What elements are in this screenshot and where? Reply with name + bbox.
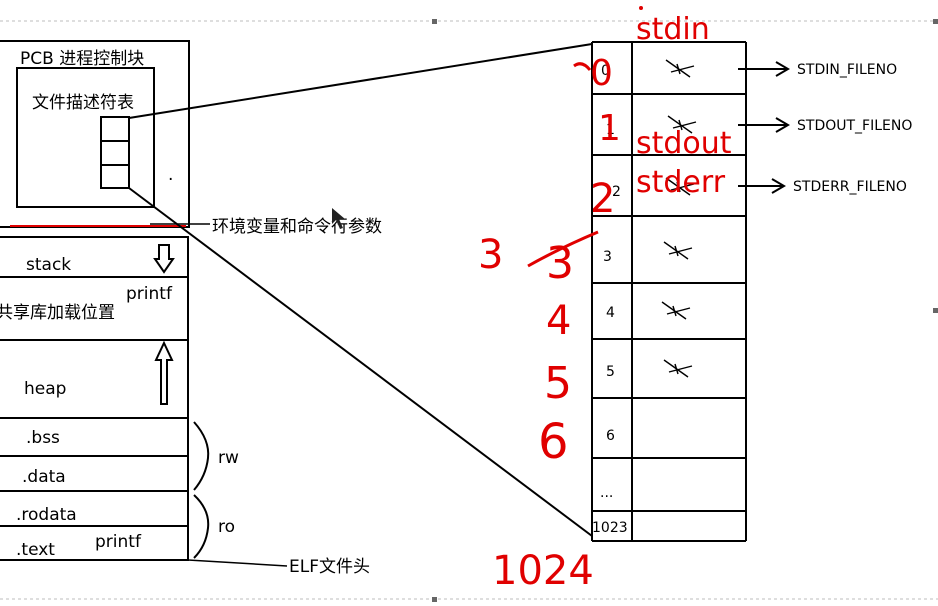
mini-fd-table — [100, 116, 130, 189]
fd-table-pointer-box — [16, 67, 155, 208]
annot-num-3: 3 — [478, 232, 503, 278]
stdout-fileno-label: STDOUT_FILENO — [797, 118, 912, 134]
text-label: .text — [16, 540, 55, 560]
rw-label: rw — [218, 448, 239, 468]
data-label: .data — [22, 467, 66, 487]
printf-upper-label: printf — [126, 284, 173, 304]
annot-stdin: stdin — [636, 12, 710, 47]
file-pointer-mark-1 — [667, 115, 697, 134]
shared-lib-label: 共享库加载位置 — [0, 303, 115, 323]
arrow-stderr — [738, 178, 786, 194]
mouse-cursor-icon — [332, 208, 345, 229]
annot-stdout: stdout — [636, 126, 732, 161]
expand-line-top — [128, 43, 593, 119]
arrow-stdin — [738, 61, 790, 77]
fd-index-5: 5 — [606, 364, 615, 380]
expand-line-bottom — [128, 187, 593, 537]
annot-num-1: 1 — [598, 108, 621, 149]
annot-num-2: 2 — [590, 176, 615, 222]
annot-num-0-tick — [573, 62, 592, 71]
file-pointer-mark-0 — [665, 59, 695, 78]
annot-num-4: 4 — [546, 298, 571, 344]
annot-num-3-struck: 3 — [546, 238, 574, 289]
annot-num-5: 5 — [544, 358, 572, 409]
stack-label: stack — [26, 255, 71, 275]
arrow-stdout — [738, 117, 790, 133]
file-pointer-mark-2 — [665, 177, 695, 196]
annot-stderr: stderr — [636, 165, 726, 200]
ro-brace — [193, 494, 210, 559]
ro-label: ro — [218, 517, 235, 537]
pcb-dot: . — [168, 165, 173, 185]
fd-index-6: 6 — [606, 428, 615, 444]
file-pointer-mark-4 — [661, 301, 691, 320]
annot-num-0: 0 — [590, 53, 613, 94]
file-pointer-mark-3 — [663, 241, 693, 260]
annot-num-6: 6 — [538, 414, 569, 470]
annot-num-1024: 1024 — [492, 548, 594, 594]
stack-growth-down-arrow-icon — [153, 244, 175, 274]
elf-header-label: ELF文件头 — [289, 557, 370, 577]
memory-layout: stack printf 共享库加载位置 heap .bss .data .ro… — [0, 217, 382, 577]
fd-index-1: 1 — [606, 122, 615, 138]
fd-table-label: 文件描述符表 — [32, 93, 134, 113]
red-annotations: stdin stdout stderr 0 1 2 3 3 4 5 6 1024 — [478, 6, 732, 594]
fd-table: 0 1 2 3 4 5 6 ... 1023 — [591, 41, 912, 542]
stdin-fileno-label: STDIN_FILENO — [797, 62, 897, 78]
canvas-handle-right — [933, 308, 938, 313]
fd-index-3: 3 — [603, 249, 612, 265]
red-dot — [639, 6, 643, 10]
fd-index-2: 2 — [612, 184, 621, 200]
env-args-label: 环境变量和命令行参数 — [212, 217, 382, 237]
stderr-fileno-label: STDERR_FILENO — [793, 179, 907, 195]
pcb-box: PCB 进程控制块 文件描述符表 . — [0, 40, 190, 228]
fd-index-4: 4 — [606, 305, 615, 321]
canvas-handle-bottom — [432, 597, 437, 602]
canvas-handle-top — [432, 19, 437, 24]
rodata-label: .rodata — [16, 505, 77, 525]
rw-brace — [193, 421, 210, 491]
heap-label: heap — [24, 379, 66, 399]
fd-index-1023: 1023 — [592, 520, 628, 536]
file-pointer-mark-5 — [663, 359, 693, 378]
heap-growth-up-arrow-icon — [154, 340, 174, 405]
printf-lower-label: printf — [95, 532, 142, 552]
fd-index-0: 0 — [601, 63, 610, 79]
strike-mark — [527, 230, 599, 268]
bss-label: .bss — [26, 428, 60, 448]
canvas-handle-top-right — [933, 19, 938, 24]
fd-index-ellipsis: ... — [600, 485, 613, 501]
pcb-title: PCB 进程控制块 — [20, 49, 144, 69]
